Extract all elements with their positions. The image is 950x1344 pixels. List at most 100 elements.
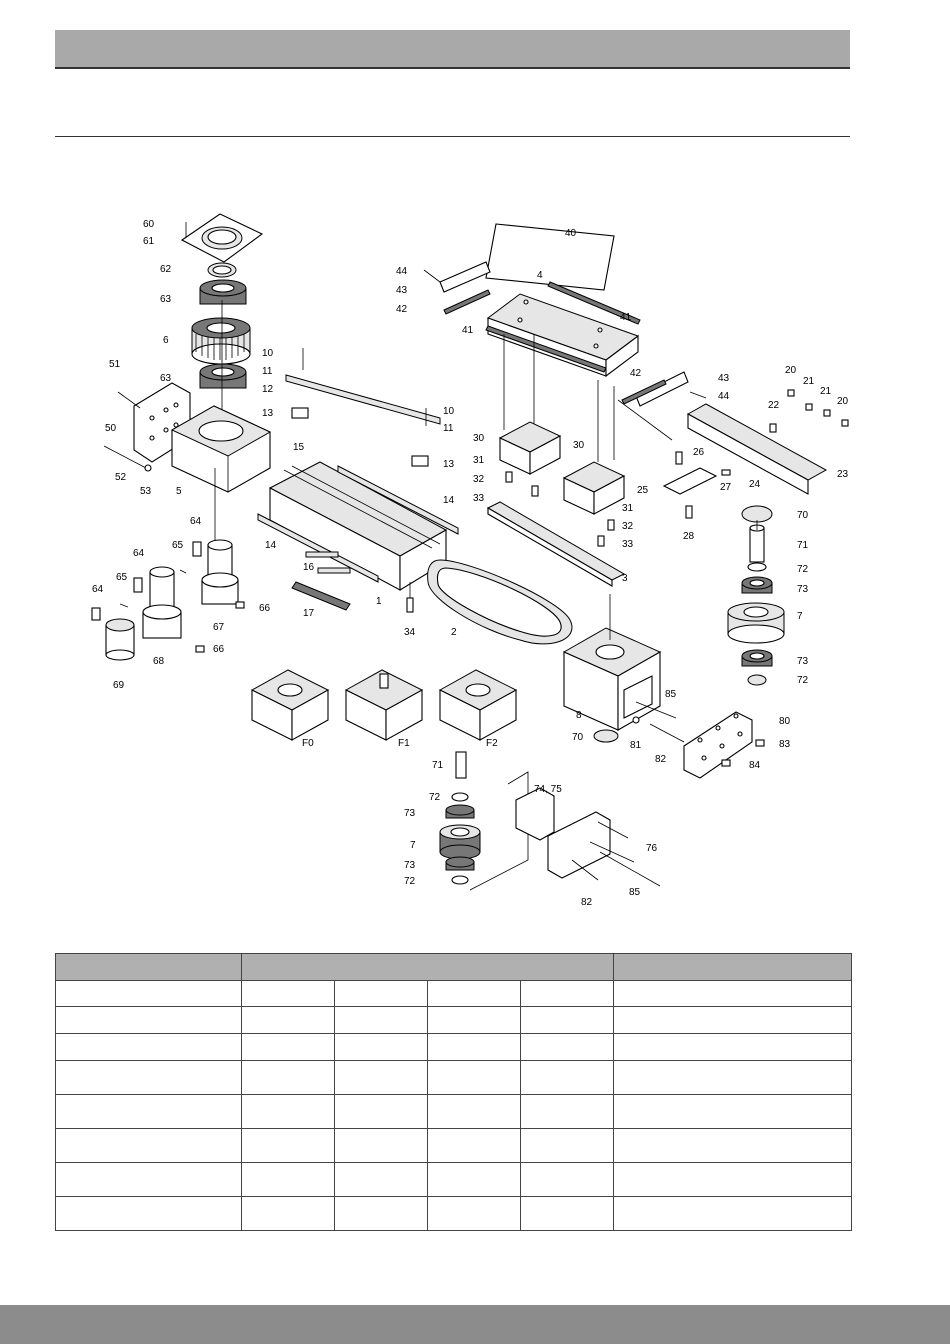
adapter-plate-76 <box>547 811 611 879</box>
table-cell <box>613 1006 852 1034</box>
table-cell <box>427 1060 521 1095</box>
label-72d: 72 <box>404 876 416 887</box>
label-61: 61 <box>143 236 155 247</box>
table-cell <box>334 980 428 1007</box>
table-cell <box>334 1162 428 1197</box>
label-85b: 85 <box>629 887 641 898</box>
label-26: 26 <box>693 447 705 458</box>
cover-strip-40 <box>485 223 615 291</box>
label-64a: 64 <box>190 516 202 527</box>
label-31a: 31 <box>473 455 485 466</box>
label-67: 67 <box>213 622 225 633</box>
label-73b: 73 <box>797 656 809 667</box>
table-cell <box>427 1196 521 1231</box>
label-71b: 71 <box>432 760 444 771</box>
table-header-cell <box>55 953 242 981</box>
table-row <box>55 1196 852 1231</box>
label-33a: 33 <box>473 493 485 504</box>
table-cell <box>55 1162 242 1197</box>
label-71a: 71 <box>797 540 809 551</box>
label-76: 76 <box>646 843 658 854</box>
table-cell <box>613 980 852 1007</box>
label-11a: 11 <box>262 366 273 377</box>
label-14b: 14 <box>265 540 277 551</box>
label-23: 23 <box>837 469 849 480</box>
label-32b: 32 <box>622 521 634 532</box>
table-cell <box>55 1006 242 1034</box>
label-63b: 63 <box>160 373 172 384</box>
table-cell <box>520 1162 614 1197</box>
label-33b: 33 <box>622 539 634 550</box>
table-cell <box>613 1060 852 1095</box>
label-32a: 32 <box>473 474 485 485</box>
header-rule <box>55 136 850 137</box>
table-cell <box>241 1128 335 1163</box>
label-73c: 73 <box>404 808 416 819</box>
label-82a: 82 <box>655 754 667 765</box>
label-82b: 82 <box>581 897 593 908</box>
table-header-row <box>55 953 852 981</box>
label-41b: 41 <box>620 312 632 323</box>
label-44b: 44 <box>718 391 730 402</box>
label-52: 52 <box>115 472 127 483</box>
label-80: 80 <box>779 716 791 727</box>
table-cell <box>334 1006 428 1034</box>
table-cell <box>613 1033 852 1061</box>
housing-variant-f0 <box>250 669 330 741</box>
table-header-cell <box>613 953 852 981</box>
label-44a: 44 <box>396 266 408 277</box>
spec-table <box>55 953 852 1231</box>
table-cell <box>520 1006 614 1034</box>
label-63a: 63 <box>160 294 172 305</box>
table-cell <box>55 1060 242 1095</box>
table-cell <box>55 1128 242 1163</box>
bearing-73d <box>445 856 475 871</box>
label-70b: 70 <box>572 732 584 743</box>
label-72b: 72 <box>797 675 809 686</box>
adapter-67 <box>201 539 239 605</box>
table-cell <box>613 1162 852 1197</box>
label-50: 50 <box>105 423 117 434</box>
bearing-lower <box>199 363 247 389</box>
label-6: 6 <box>163 335 169 346</box>
table-cell <box>241 1162 335 1197</box>
table-row <box>55 1006 852 1034</box>
table-header-cell <box>241 953 614 981</box>
label-64c: 64 <box>92 584 104 595</box>
table-cell <box>520 1060 614 1095</box>
shaft-71 <box>749 524 765 563</box>
label-42a: 42 <box>396 304 408 315</box>
table-cell <box>520 1094 614 1129</box>
guide-rail <box>486 501 626 587</box>
table-cell <box>520 1196 614 1231</box>
end-housing <box>562 627 662 731</box>
bearing-73b <box>741 649 773 667</box>
label-73d: 73 <box>404 860 416 871</box>
table-row <box>55 1162 852 1197</box>
guide-block-1 <box>498 421 562 475</box>
retaining-ring <box>207 262 237 278</box>
bearing-73c <box>445 804 475 819</box>
switch-rail <box>686 403 828 495</box>
table-cell <box>334 1033 428 1061</box>
label-41a: 41 <box>462 325 474 336</box>
label-15: 15 <box>293 442 305 453</box>
cover-plate-80 <box>683 711 753 779</box>
table-cell <box>427 1128 521 1163</box>
end-plate-right <box>635 371 689 407</box>
label-14a: 14 <box>443 495 455 506</box>
label-66b: 66 <box>213 644 225 655</box>
table-cell <box>241 1094 335 1129</box>
carrier-strip <box>285 374 441 425</box>
table-cell <box>427 1006 521 1034</box>
table-cell <box>427 1162 521 1197</box>
label-17: 17 <box>303 608 315 619</box>
table-cell <box>241 1196 335 1231</box>
label-10a: 10 <box>262 348 274 359</box>
table-cell <box>334 1128 428 1163</box>
bearing-73a <box>741 576 773 594</box>
adapter-68 <box>142 566 182 639</box>
label-66a: 66 <box>259 603 271 614</box>
table-cell <box>334 1060 428 1095</box>
table-row <box>55 1060 852 1095</box>
